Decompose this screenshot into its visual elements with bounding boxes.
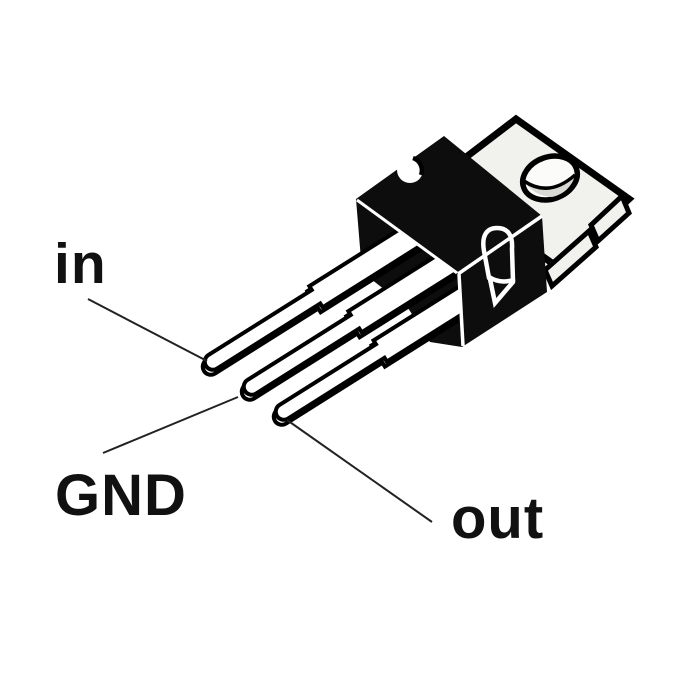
- keyhole-dome: [481, 225, 516, 284]
- body-notch-rim: [412, 155, 425, 176]
- keyhole-funnel: [487, 276, 516, 308]
- leader-line-gnd: [102, 396, 239, 454]
- thermal-recess-keyhole: [481, 225, 516, 308]
- tab-side-face-upper: [588, 191, 632, 246]
- pin-label-out: out: [451, 486, 545, 551]
- edge-highlight-top-left: [356, 198, 458, 275]
- mounting-hole-shade: [524, 175, 575, 197]
- edge-highlight-top-front: [457, 214, 543, 276]
- pin-label-in: in: [54, 232, 107, 296]
- leader-line-out: [286, 419, 433, 523]
- body-notch: [397, 157, 423, 183]
- edge-highlight-front-vertical: [457, 273, 465, 347]
- leader-line-in: [87, 298, 208, 362]
- pin-label-gnd: GND: [55, 463, 187, 528]
- tab-side-face-lower: [541, 226, 600, 291]
- mounting-hole-inner-edge: [523, 173, 577, 190]
